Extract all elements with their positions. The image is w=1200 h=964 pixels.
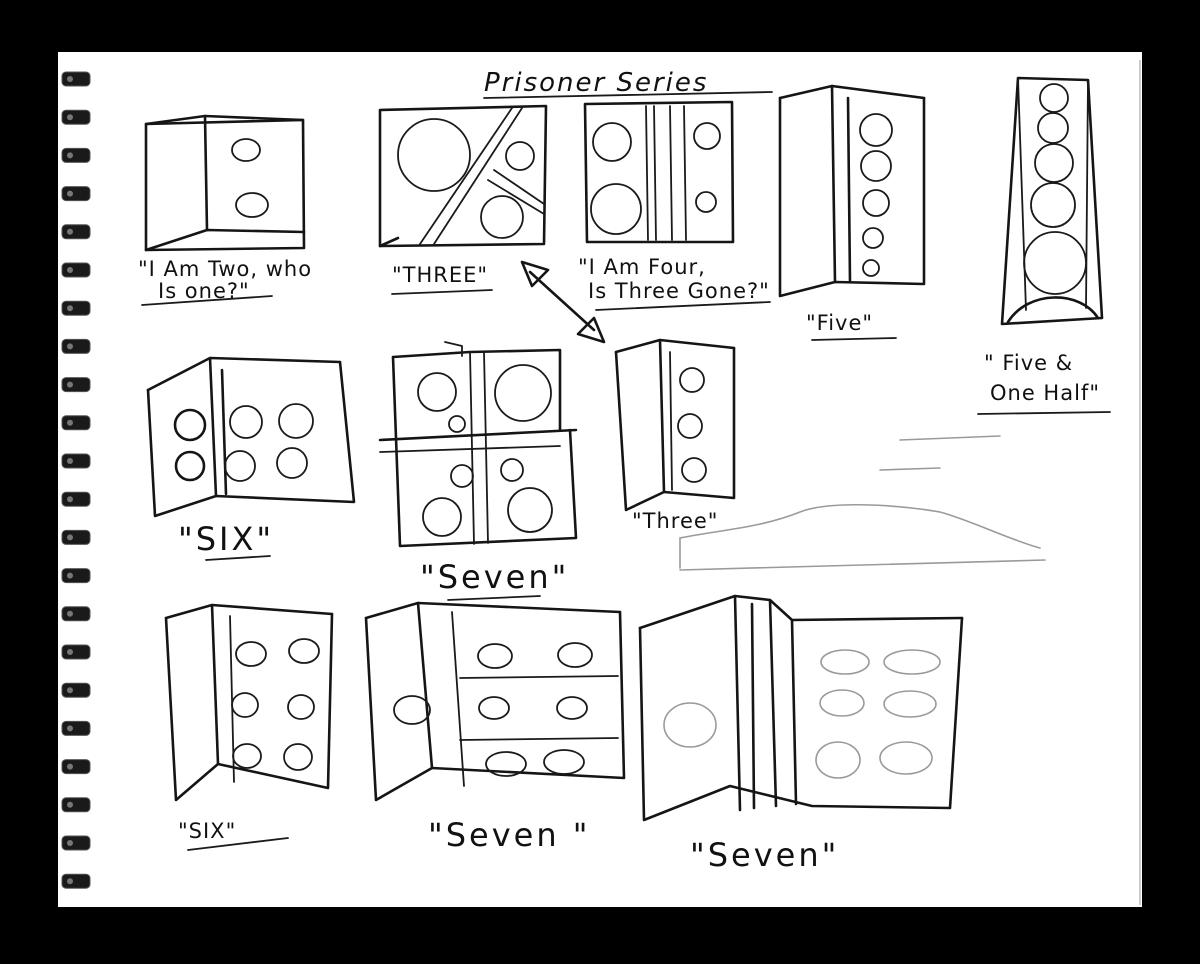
svg-text:"SIX": "SIX" — [178, 819, 236, 843]
sketch-seven-bottom — [364, 601, 626, 802]
svg-text:" Five &: " Five & — [984, 351, 1073, 375]
binding-ring — [61, 338, 91, 354]
binding-hole — [67, 496, 73, 503]
sketch-seven-big — [638, 594, 964, 822]
binding-hole — [67, 458, 73, 464]
binding-hole — [67, 76, 73, 82]
svg-text:Is one?": Is one?" — [158, 279, 250, 303]
binding-ring — [61, 682, 91, 698]
sketch-three-diagonal — [378, 104, 548, 248]
svg-text:"I Am Four,: "I Am Four, — [578, 255, 706, 279]
binding-ring — [61, 109, 91, 125]
caption-seven-bottom: "Seven " — [428, 816, 591, 854]
sketch-five-and-half — [1000, 76, 1104, 326]
svg-text:One Half": One Half" — [990, 381, 1100, 405]
sketch-i-am-four — [583, 100, 735, 244]
binding-hole — [67, 801, 73, 808]
binding-ring — [61, 835, 91, 851]
svg-text:"SIX": "SIX" — [178, 520, 274, 558]
spiral-binding-icon — [61, 71, 91, 889]
svg-text:"THREE": "THREE" — [392, 263, 488, 287]
binding-ring — [61, 491, 91, 507]
sketch-six-bottom — [164, 603, 334, 802]
caption-six-mid: "SIX" — [178, 520, 274, 561]
binding-ring — [61, 147, 91, 163]
binding-hole — [67, 152, 73, 159]
sketch-six-mid — [146, 356, 356, 518]
binding-hole — [67, 878, 73, 885]
binding-ring — [61, 644, 91, 660]
binding-hole — [67, 114, 73, 121]
binding-hole — [67, 840, 73, 846]
caption-seven-big: "Seven" — [690, 836, 839, 874]
sketch-seven-mid — [378, 341, 578, 548]
binding-hole — [67, 228, 73, 235]
binding-hole — [67, 343, 73, 350]
binding-ring — [61, 71, 91, 87]
sketch-i-am-two — [144, 114, 306, 252]
binding-ring — [61, 720, 91, 736]
binding-hole — [67, 419, 73, 426]
svg-text:"Seven": "Seven" — [420, 558, 569, 596]
binding-hole — [67, 572, 73, 579]
binding-hole — [67, 763, 73, 770]
binding-hole — [67, 190, 73, 197]
binding-ring — [61, 568, 91, 584]
sketch-three-mid — [614, 338, 736, 512]
svg-text:"Seven": "Seven" — [690, 836, 839, 874]
binding-ring — [61, 873, 91, 889]
page-title-text: Prisoner Series — [484, 68, 708, 98]
binding-ring — [61, 453, 91, 469]
caption-i-am-four: "I Am Four, Is Three Gone?" — [578, 255, 771, 311]
pencil-sketch-arch — [679, 435, 1046, 571]
binding-ring — [61, 759, 91, 775]
binding-hole — [67, 610, 73, 617]
binding-ring — [61, 797, 91, 813]
sketch-five — [778, 84, 926, 298]
binding-hole — [67, 381, 73, 388]
svg-text:"Three": "Three" — [632, 509, 718, 533]
page-title: Prisoner Series — [483, 68, 773, 99]
binding-hole — [67, 687, 73, 694]
binding-ring — [61, 529, 91, 545]
binding-ring — [61, 262, 91, 278]
binding-ring — [61, 224, 91, 240]
caption-five: "Five" — [806, 311, 897, 341]
binding-hole — [67, 649, 73, 655]
svg-text:Is Three Gone?": Is Three Gone?" — [588, 279, 770, 303]
binding-ring — [61, 186, 91, 202]
caption-i-am-two: "I Am Two, who Is one?" — [138, 257, 312, 306]
binding-ring — [61, 606, 91, 622]
svg-text:"Seven ": "Seven " — [428, 816, 591, 854]
binding-hole — [67, 305, 73, 312]
double-headed-arrow-icon — [520, 260, 606, 344]
svg-text:"I Am Two, who: "I Am Two, who — [138, 257, 312, 281]
caption-six-bottom: "SIX" — [178, 819, 289, 851]
binding-ring — [61, 300, 91, 316]
binding-ring — [61, 415, 91, 431]
binding-hole — [67, 534, 73, 541]
caption-seven-mid: "Seven" — [420, 558, 569, 601]
svg-text:"Five": "Five" — [806, 311, 873, 335]
binding-ring — [61, 377, 91, 393]
caption-three-top: "THREE" — [391, 263, 493, 295]
caption-five-and-half: " Five & One Half" — [977, 351, 1111, 415]
paper-sheet — [58, 52, 1142, 907]
caption-three-mid: "Three" — [632, 509, 718, 533]
binding-hole — [67, 267, 73, 273]
binding-hole — [67, 725, 73, 732]
